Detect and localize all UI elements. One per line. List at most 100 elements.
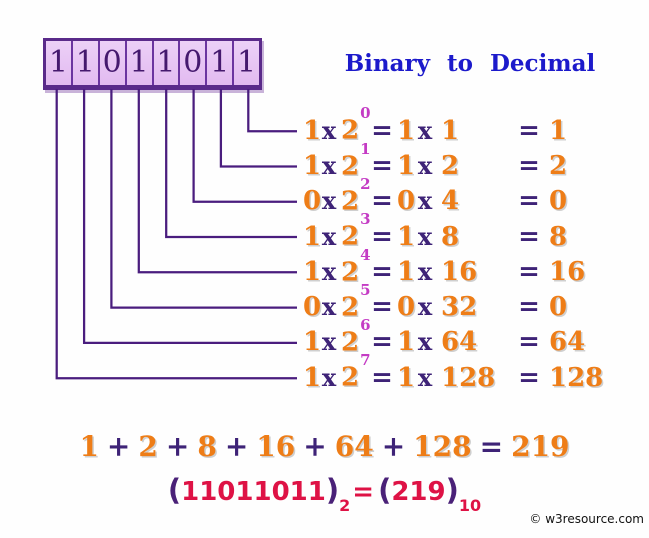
equals-symbol: = <box>371 362 393 393</box>
exponent: 7 <box>360 351 371 370</box>
base-digit: 2 <box>341 115 360 146</box>
base-digit: 2 <box>341 363 360 394</box>
connector-line-7 <box>247 89 297 133</box>
eq-bit: 1 <box>303 221 322 252</box>
eq-bit: 0 <box>303 292 322 323</box>
power-value: 128 <box>441 362 496 393</box>
binary-bit-cell-2: 0 <box>99 41 127 85</box>
equals-symbol: = <box>371 150 393 181</box>
power-value: 4 <box>441 186 460 217</box>
binary-bit-cell-1: 1 <box>72 41 100 85</box>
binary-bit-cell-5: 0 <box>180 41 208 85</box>
binary-bit-digit: 0 <box>102 45 122 80</box>
sum-line: 1+2+8+16+64+128=219 <box>0 430 649 464</box>
row-result: 0 <box>549 292 568 323</box>
multiply-symbol: x <box>417 186 433 216</box>
equals-symbol: = <box>518 292 540 323</box>
eq-bit: 0 <box>303 186 322 217</box>
row-result: 128 <box>549 362 604 393</box>
connector-line-5 <box>192 89 297 203</box>
binary-bit-cell-3: 1 <box>126 41 154 85</box>
binary-bit-digit: 1 <box>75 45 95 80</box>
connector-line-4 <box>165 89 297 239</box>
decimal-base-subscript: 10 <box>458 496 482 515</box>
multiply-symbol: x <box>321 115 337 145</box>
power-value: 8 <box>441 221 460 252</box>
equals-symbol: = <box>371 292 393 323</box>
watermark: © w3resource.com <box>529 512 644 526</box>
equals-symbol: = <box>371 115 393 146</box>
connector-line-0 <box>55 89 297 380</box>
multiply-symbol: x <box>321 256 337 286</box>
equals-symbol: = <box>371 221 393 252</box>
eq-factor: 1 <box>397 362 416 393</box>
binary-bit-digit: 1 <box>156 45 176 80</box>
equals-symbol: = <box>518 221 540 252</box>
eq-factor: 1 <box>397 150 416 181</box>
row-result: 1 <box>549 115 568 146</box>
power-value: 1 <box>441 115 460 146</box>
row-result: 16 <box>549 256 586 287</box>
multiply-symbol: x <box>321 292 337 322</box>
binary-bit-digit: 1 <box>48 45 68 80</box>
eq-bit: 1 <box>303 115 322 146</box>
binary-base-subscript: 2 <box>339 496 351 515</box>
binary-value: 11011011 <box>181 477 326 507</box>
equals-symbol: = <box>518 150 540 181</box>
exponent: 5 <box>360 280 371 299</box>
eq-factor: 0 <box>397 186 416 217</box>
eq-bit: 1 <box>303 150 322 181</box>
binary-bit-digit: 1 <box>237 45 257 80</box>
multiply-symbol: x <box>417 362 433 392</box>
eq-factor: 1 <box>397 327 416 358</box>
base-digit: 2 <box>341 327 360 358</box>
eq-base: 24 <box>341 247 371 288</box>
conversion-line: (11011011)2=(219)10 <box>0 473 649 515</box>
binary-bit-digit: 0 <box>183 45 203 80</box>
eq-base: 21 <box>341 141 371 179</box>
power-value: 2 <box>441 150 460 181</box>
eq-base: 25 <box>341 282 371 320</box>
equals-symbol: = <box>518 327 540 358</box>
open-paren: ( <box>167 473 182 507</box>
multiply-symbol: x <box>417 256 433 286</box>
equals-symbol: = <box>371 327 393 358</box>
equals-symbol: = <box>371 256 393 287</box>
eq-bit: 1 <box>303 256 322 287</box>
connector-line-6 <box>219 89 297 168</box>
eq-base: 22 <box>341 176 371 214</box>
exponent: 3 <box>360 210 371 229</box>
eq-bit: 1 <box>303 327 322 358</box>
equals-symbol: = <box>518 186 540 217</box>
sum-term: 128 <box>413 430 472 463</box>
multiply-symbol: x <box>417 221 433 251</box>
sum-term: 1 <box>79 430 99 463</box>
equals-symbol: = <box>518 256 540 287</box>
sum-term: 8 <box>197 430 217 463</box>
decimal-value: 219 <box>391 477 446 507</box>
eq-base: 20 <box>341 106 371 146</box>
multiply-symbol: x <box>321 221 337 251</box>
multiply-symbol: x <box>321 362 337 392</box>
binary-bit-cell-4: 1 <box>153 41 181 85</box>
eq-base: 27 <box>341 353 371 394</box>
sum-term: 16 <box>256 430 296 463</box>
multiply-symbol: x <box>417 292 433 322</box>
exponent: 4 <box>360 245 371 264</box>
base-digit: 2 <box>341 257 360 288</box>
equals-symbol: = <box>371 186 393 217</box>
power-value: 16 <box>441 256 478 287</box>
equals-symbol: = <box>518 115 540 146</box>
binary-bit-cell-6: 1 <box>207 41 235 85</box>
binary-bit-digit: 1 <box>129 45 149 80</box>
binary-bit-cell-0: 1 <box>46 41 73 85</box>
